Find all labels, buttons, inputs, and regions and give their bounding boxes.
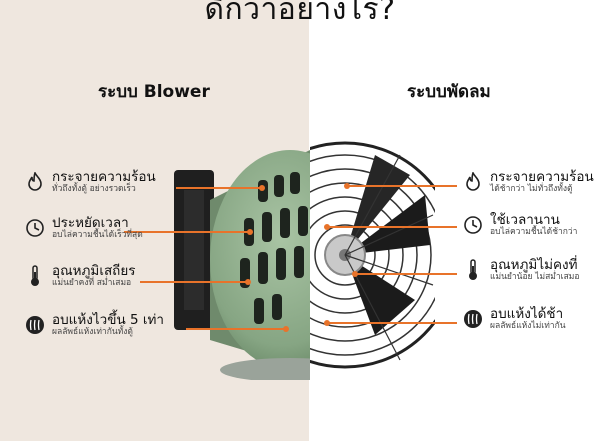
towels-icon xyxy=(24,314,46,336)
feature-subtitle: อบไล่ความชื้นได้ช้ากว่า xyxy=(490,226,578,237)
connector-dot xyxy=(324,320,330,326)
connector-dot xyxy=(324,224,330,230)
blower-feature-temperature: อุณหภูมิเสถียร แม่นยำคงที่ สม่ำเสมอ xyxy=(24,264,136,288)
feature-title: กระจายความร้อน xyxy=(52,169,156,185)
feature-subtitle: ผลลัพธ์แห้งไม่เท่ากัน xyxy=(490,320,566,331)
thermometer-icon xyxy=(24,265,46,287)
feature-subtitle: ได้ช้ากว่า ไม่ทั่วถึงทั้งตู้ xyxy=(490,183,573,194)
blower-feature-heat: กระจายความร้อน ทั่วถึงทั้งตู้ อย่างรวดเร… xyxy=(24,170,156,194)
connector-dot xyxy=(283,326,289,332)
connector-line xyxy=(347,185,457,187)
feature-subtitle: แม่นยำคงที่ สม่ำเสมอ xyxy=(52,277,132,288)
connector-line xyxy=(327,226,457,228)
clock-icon xyxy=(24,217,46,239)
connector-dot xyxy=(352,271,358,277)
connector-line xyxy=(176,187,262,189)
thermometer-icon xyxy=(462,259,484,281)
connector-line xyxy=(355,273,457,275)
connector-dot xyxy=(259,185,265,191)
feature-title: อบแห้งได้ช้า xyxy=(490,306,564,322)
feature-title: อุณหภูมิไม่คงที่ xyxy=(490,257,578,273)
feature-subtitle: ทั่วถึงทั้งตู้ อย่างรวดเร็ว xyxy=(52,183,136,194)
fan-feature-time: ใช้เวลานาน อบไล่ความชื้นได้ช้ากว่า xyxy=(462,213,577,237)
blower-feature-time: ประหยัดเวลา อบไล่ความชื้นได้เร็วที่สุด xyxy=(24,216,143,240)
feature-subtitle: ผลลัพธ์แห้งเท่ากันทั้งตู้ xyxy=(52,326,133,337)
fan-feature-temperature: อุณหภูมิไม่คงที่ แม่นยำน้อย ไม่สม่ำเสมอ xyxy=(462,258,580,282)
blower-illustration xyxy=(174,150,310,380)
feature-title: อุณหภูมิเสถียร xyxy=(52,263,136,279)
connector-line xyxy=(140,281,248,283)
blower-heading: ระบบ Blower xyxy=(98,82,210,102)
feature-title: ใช้เวลานาน xyxy=(490,212,560,228)
connector-dot xyxy=(245,279,251,285)
flame-icon xyxy=(462,171,484,193)
fan-heading: ระบบพัดลม xyxy=(407,82,491,102)
towels-icon xyxy=(462,308,484,330)
fan-illustration xyxy=(310,141,435,369)
feature-subtitle: อบไล่ความชื้นได้เร็วที่สุด xyxy=(52,229,143,240)
feature-title: ประหยัดเวลา xyxy=(52,215,129,231)
fan-feature-heat: กระจายความร้อน ได้ช้ากว่า ไม่ทั่วถึงทั้ง… xyxy=(462,170,594,194)
page-title: ดีกว่าอย่างไร? xyxy=(204,0,396,27)
connector-dot xyxy=(344,183,350,189)
flame-icon xyxy=(24,171,46,193)
clock-icon xyxy=(462,214,484,236)
feature-title: กระจายความร้อน xyxy=(490,169,594,185)
connector-line xyxy=(186,328,286,330)
connector-dot xyxy=(247,229,253,235)
blower-feature-drying: อบแห้งไวขึ้น 5 เท่า ผลลัพธ์แห้งเท่ากันทั… xyxy=(24,313,164,337)
connector-line xyxy=(327,322,457,324)
connector-line xyxy=(124,231,250,233)
fan-feature-drying: อบแห้งได้ช้า ผลลัพธ์แห้งไม่เท่ากัน xyxy=(462,307,566,331)
feature-subtitle: แม่นยำน้อย ไม่สม่ำเสมอ xyxy=(490,271,580,282)
feature-title: อบแห้งไวขึ้น 5 เท่า xyxy=(52,312,164,328)
